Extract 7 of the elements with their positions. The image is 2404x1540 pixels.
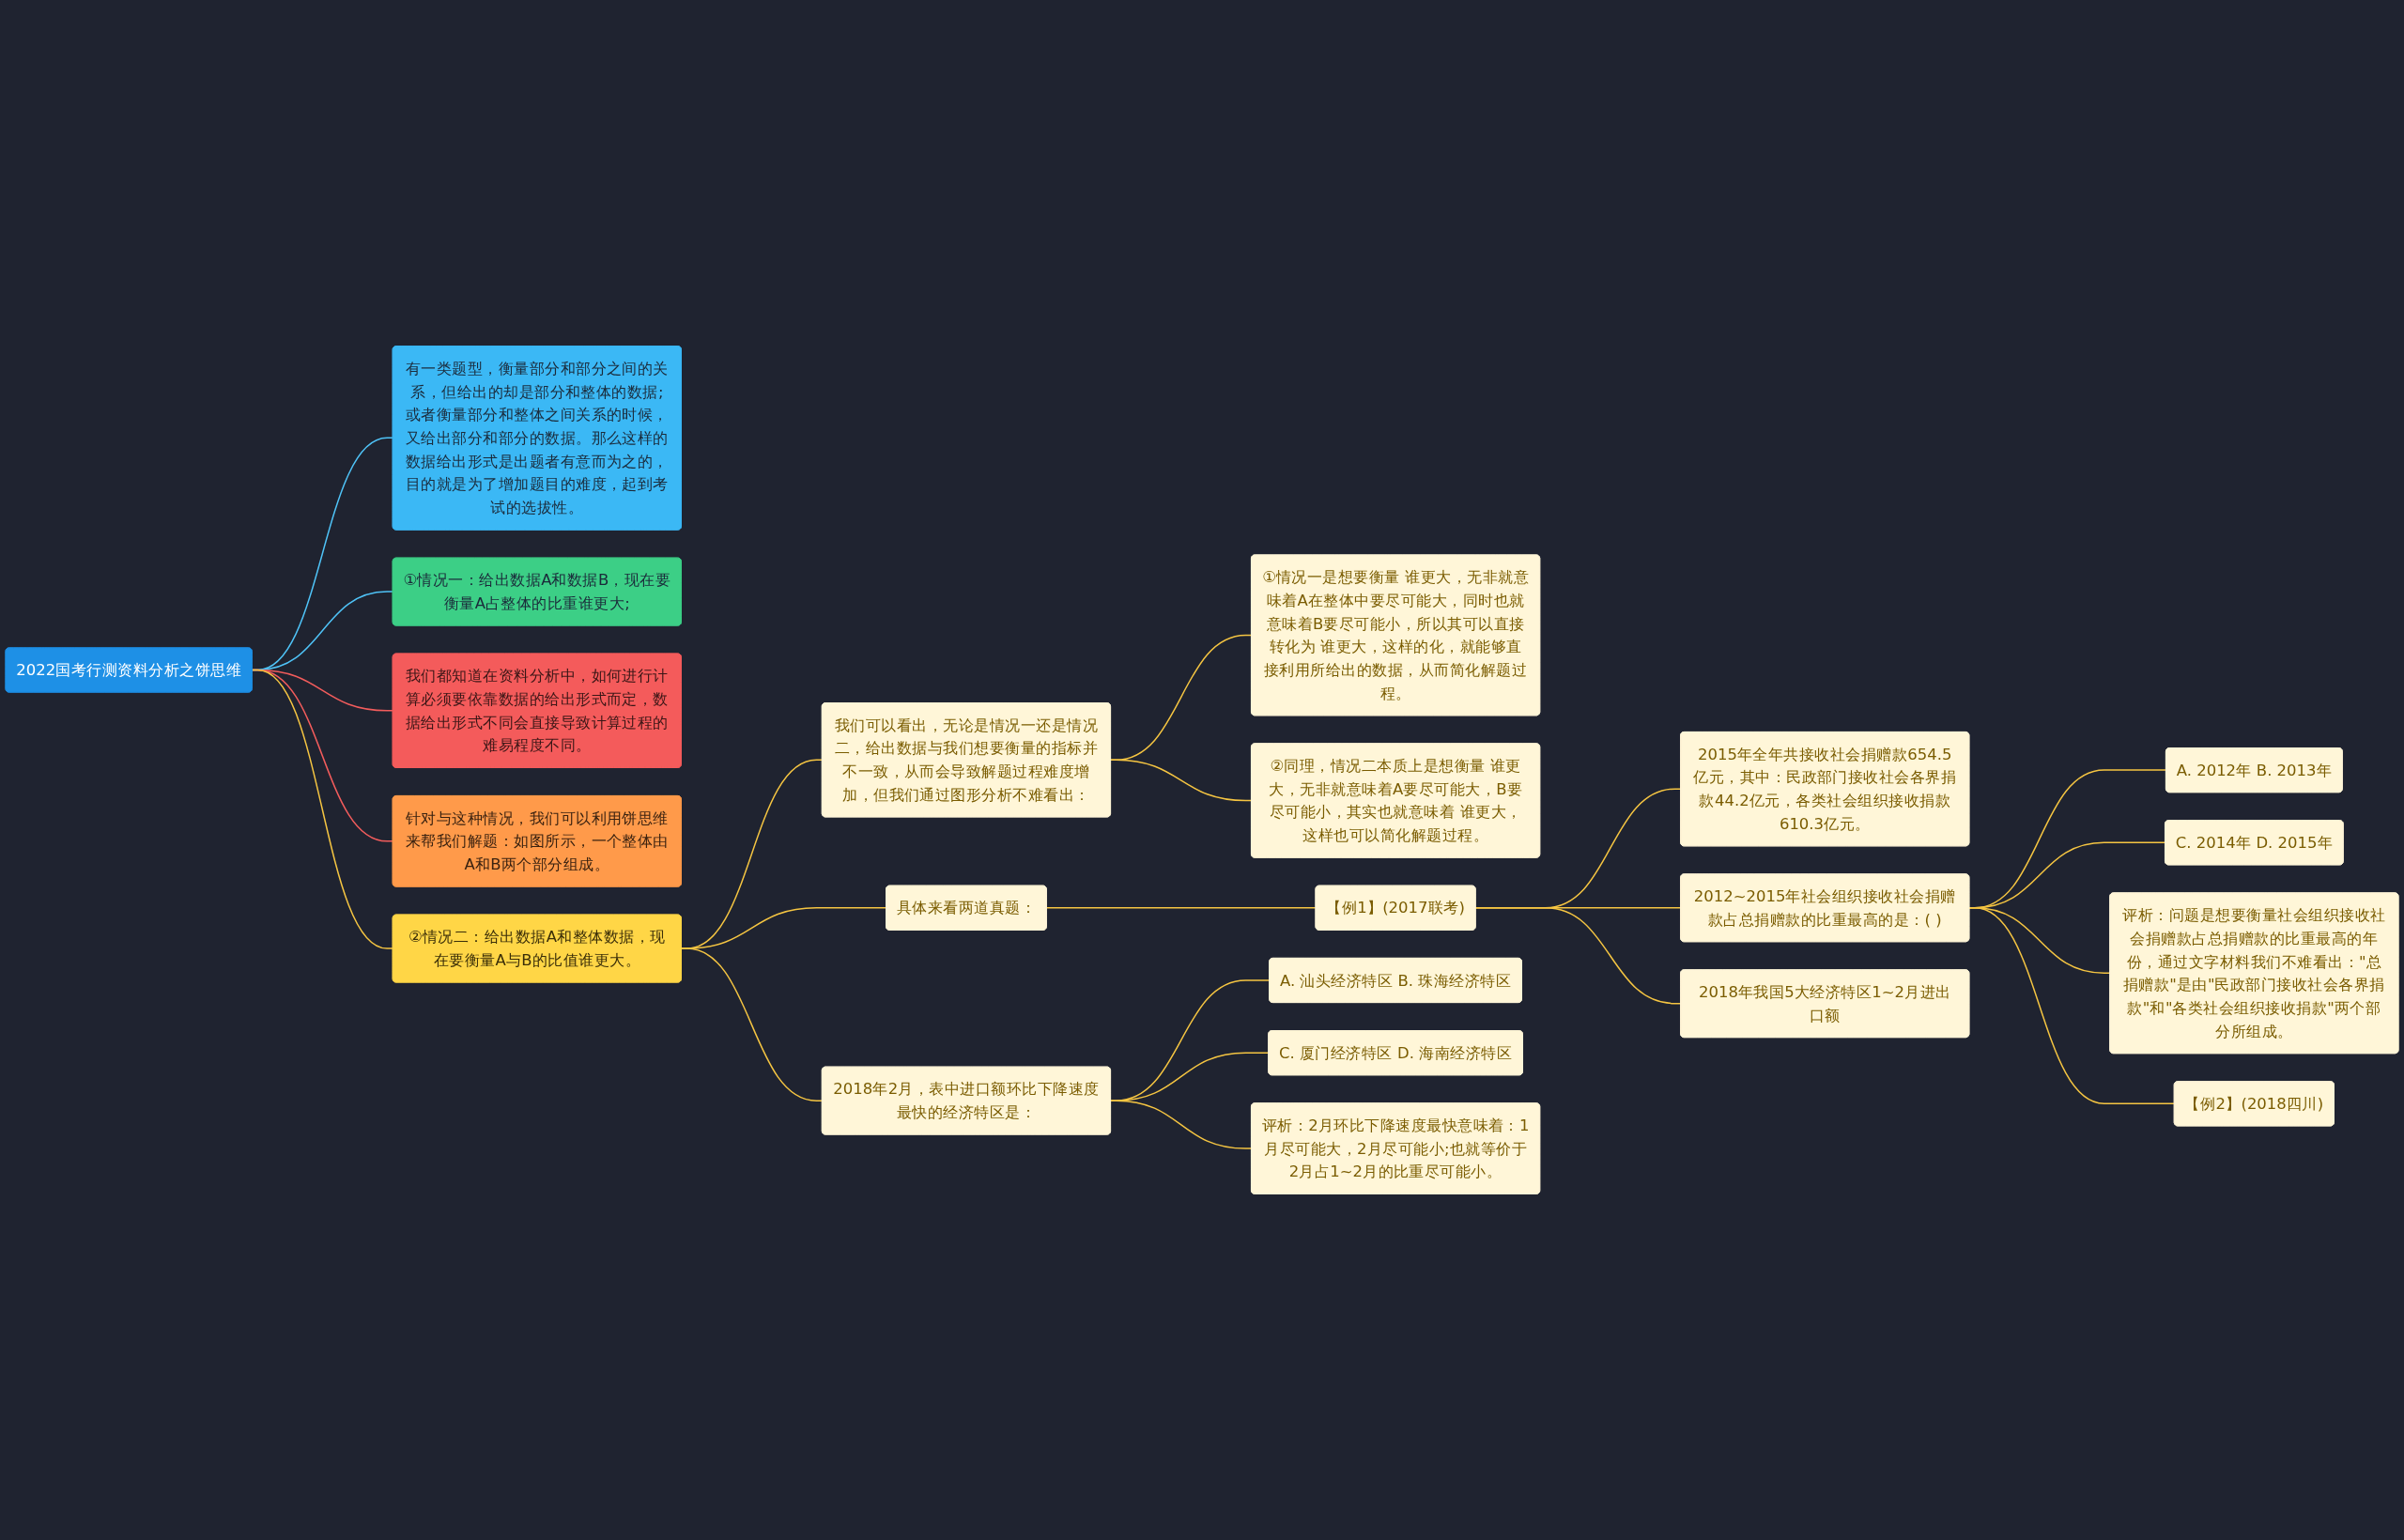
connector (1045, 907, 1317, 909)
connector (1474, 907, 1682, 1005)
connector (680, 947, 824, 1101)
connector (251, 669, 393, 949)
connector (1109, 1100, 1253, 1149)
connector (1109, 759, 1253, 802)
connector (1968, 907, 2175, 1105)
